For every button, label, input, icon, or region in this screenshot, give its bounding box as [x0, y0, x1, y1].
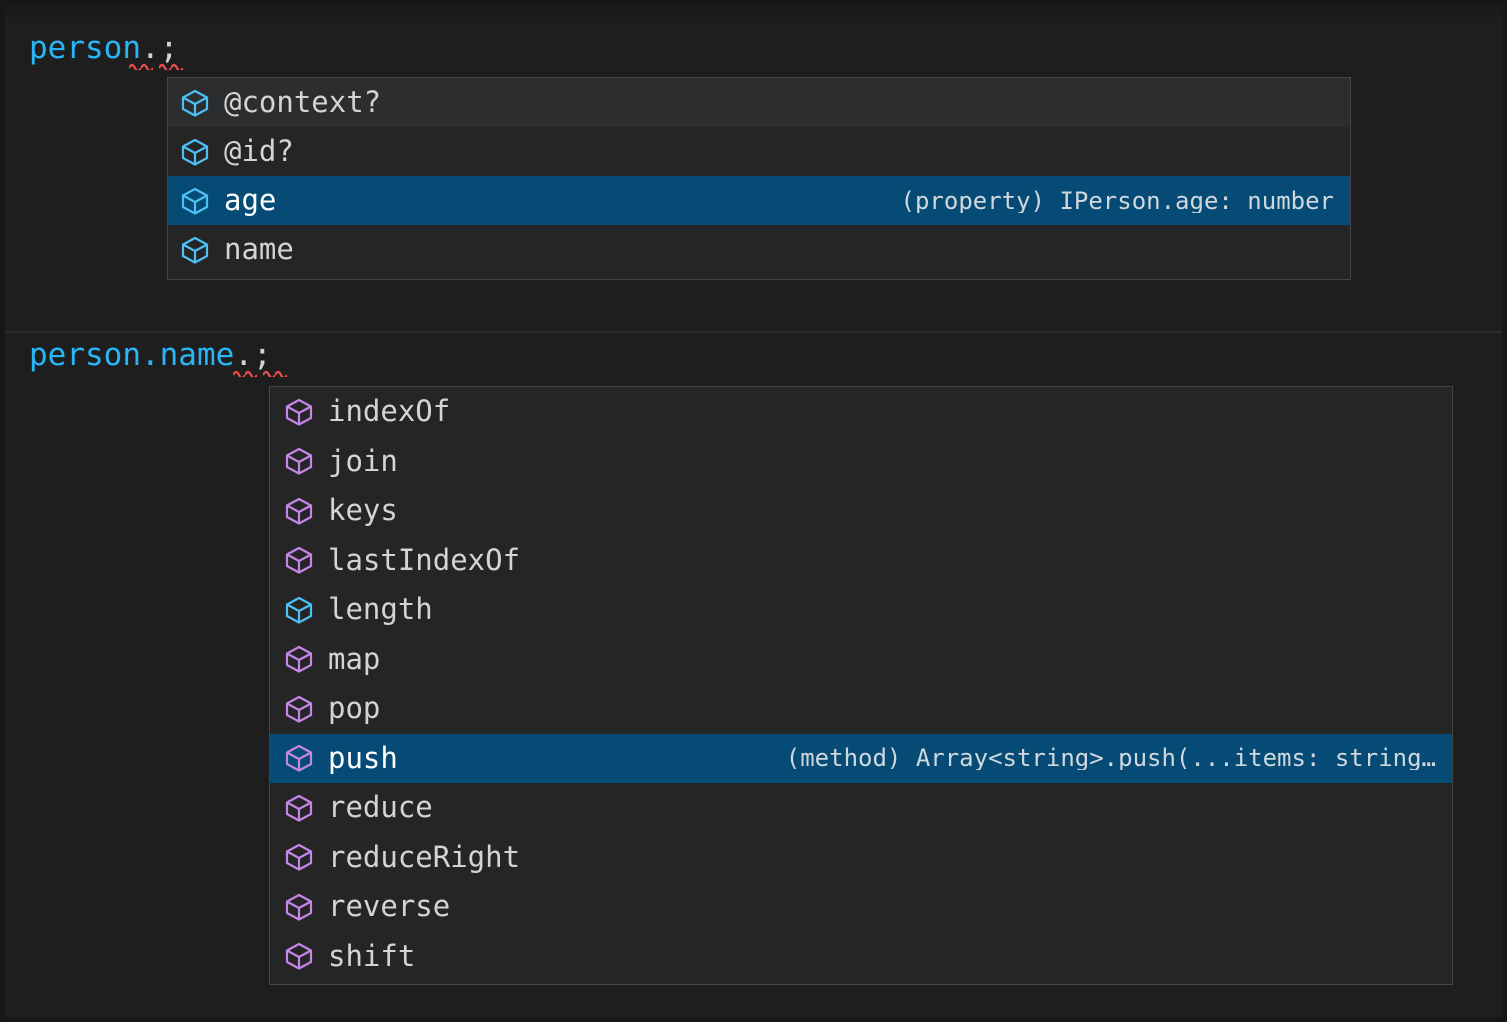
suggest-item-label: reverse [328, 889, 451, 924]
property-cube-icon [178, 135, 212, 169]
error-squiggle-dot-2 [233, 369, 257, 377]
suggest-item-label: lastIndexOf [328, 542, 521, 577]
suggest-item-label: @id? [224, 134, 294, 168]
suggest-item-id[interactable]: @id? [168, 127, 1350, 176]
method-cube-icon [282, 692, 316, 726]
suggest-item-label: join [328, 443, 398, 478]
method-cube-icon [282, 939, 316, 973]
suggest-item-indexof[interactable]: indexOf [270, 387, 1452, 437]
capture-section-divider [5, 331, 1502, 333]
method-cube-icon [282, 890, 316, 924]
code-identifier: person [29, 30, 141, 66]
error-squiggle-semicolon-1 [159, 62, 183, 70]
suggest-item-label: pop [328, 691, 381, 726]
error-squiggle-semicolon-2 [263, 369, 287, 377]
property-cube-icon [178, 86, 212, 120]
suggest-item-label: indexOf [328, 394, 451, 429]
method-cube-icon [282, 642, 316, 676]
suggest-item-shift[interactable]: shift [270, 931, 1452, 981]
property-cube-icon [178, 184, 212, 218]
suggest-item-reduce[interactable]: reduce [270, 783, 1452, 833]
code-line-person-name[interactable]: person.name.; [29, 340, 272, 371]
suggest-item-label: reduceRight [328, 839, 521, 874]
property-cube-icon [282, 593, 316, 627]
suggest-widget-person-name[interactable]: indexOf join keys lastIndexOf length map pop pu… [269, 386, 1453, 985]
suggest-item-age[interactable]: age (property) IPerson.age: number [168, 176, 1350, 225]
suggest-item-join[interactable]: join [270, 436, 1452, 486]
suggest-item-label: keys [328, 493, 398, 528]
method-cube-icon [282, 494, 316, 528]
suggest-item-push[interactable]: push (method) Array<string>.push(...items… [270, 733, 1452, 783]
suggest-item-label: shift [328, 938, 416, 973]
code-identifier: person.name [29, 337, 235, 373]
suggest-item-label: push [328, 740, 398, 775]
suggest-item-reverse[interactable]: reverse [270, 882, 1452, 932]
capture-top-strip [5, 5, 1502, 17]
suggest-item-label: map [328, 641, 381, 676]
suggest-item-lastindexof[interactable]: lastIndexOf [270, 535, 1452, 585]
method-cube-icon [282, 395, 316, 429]
code-punctuation: .; [140, 30, 179, 66]
suggest-item-label: @context? [224, 85, 382, 119]
error-squiggle-dot-1 [129, 62, 153, 70]
code-punctuation: .; [234, 337, 272, 373]
suggest-item-label: name [224, 232, 294, 266]
suggest-item-name[interactable]: name [168, 225, 1350, 274]
method-cube-icon [282, 840, 316, 874]
method-cube-icon [282, 444, 316, 478]
suggest-item-label: age [224, 183, 277, 217]
suggest-item-label: reduce [328, 790, 433, 825]
suggest-item-map[interactable]: map [270, 634, 1452, 684]
property-cube-icon [178, 233, 212, 267]
suggest-item-pop[interactable]: pop [270, 684, 1452, 734]
suggest-item-keys[interactable]: keys [270, 486, 1452, 536]
method-cube-icon [282, 791, 316, 825]
suggest-item-length[interactable]: length [270, 585, 1452, 635]
method-cube-icon [282, 543, 316, 577]
suggest-item-label: length [328, 592, 433, 627]
method-cube-icon [282, 741, 316, 775]
suggest-item-detail: (method) Array<string>.push(...items: st… [785, 746, 1436, 771]
code-line-person[interactable]: person.; [29, 33, 178, 64]
suggest-item-context[interactable]: @context? [168, 78, 1350, 127]
suggest-widget-person[interactable]: @context? @id? age (property) IPerson.age: … [167, 77, 1351, 280]
suggest-item-detail: (property) IPerson.age: number [900, 188, 1334, 213]
suggest-item-reduceright[interactable]: reduceRight [270, 832, 1452, 882]
